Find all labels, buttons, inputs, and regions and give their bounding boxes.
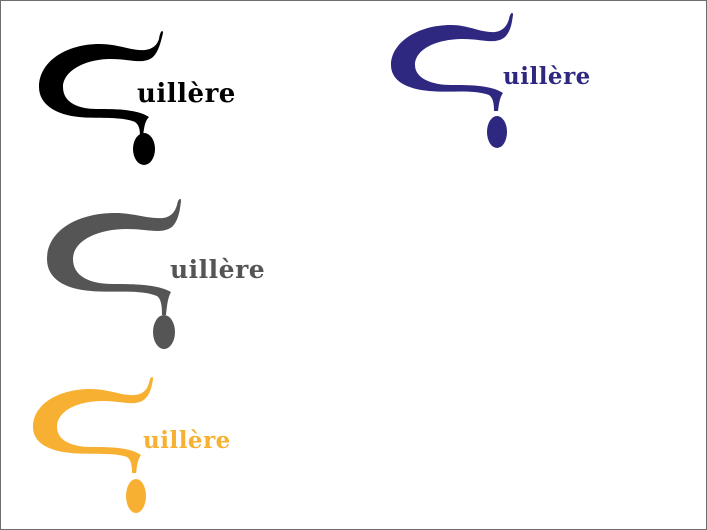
cuillere-logo-yellow: uillère <box>33 376 263 517</box>
wordmark-text: uillère <box>503 63 591 90</box>
cuillere-logo-indigo: uillère <box>391 12 621 153</box>
wordmark-text: uillère <box>170 255 266 284</box>
wordmark-text: uillère <box>143 427 231 454</box>
spoon-c-mark <box>391 12 513 148</box>
spoon-c-mark <box>33 376 153 513</box>
cuillere-logo-black: uillère <box>39 29 269 169</box>
cuillere-logo-gray: uillère <box>45 198 295 354</box>
wordmark-text: uillère <box>137 79 236 109</box>
spoon-c-mark <box>47 198 181 349</box>
spoon-c-mark <box>39 31 163 165</box>
